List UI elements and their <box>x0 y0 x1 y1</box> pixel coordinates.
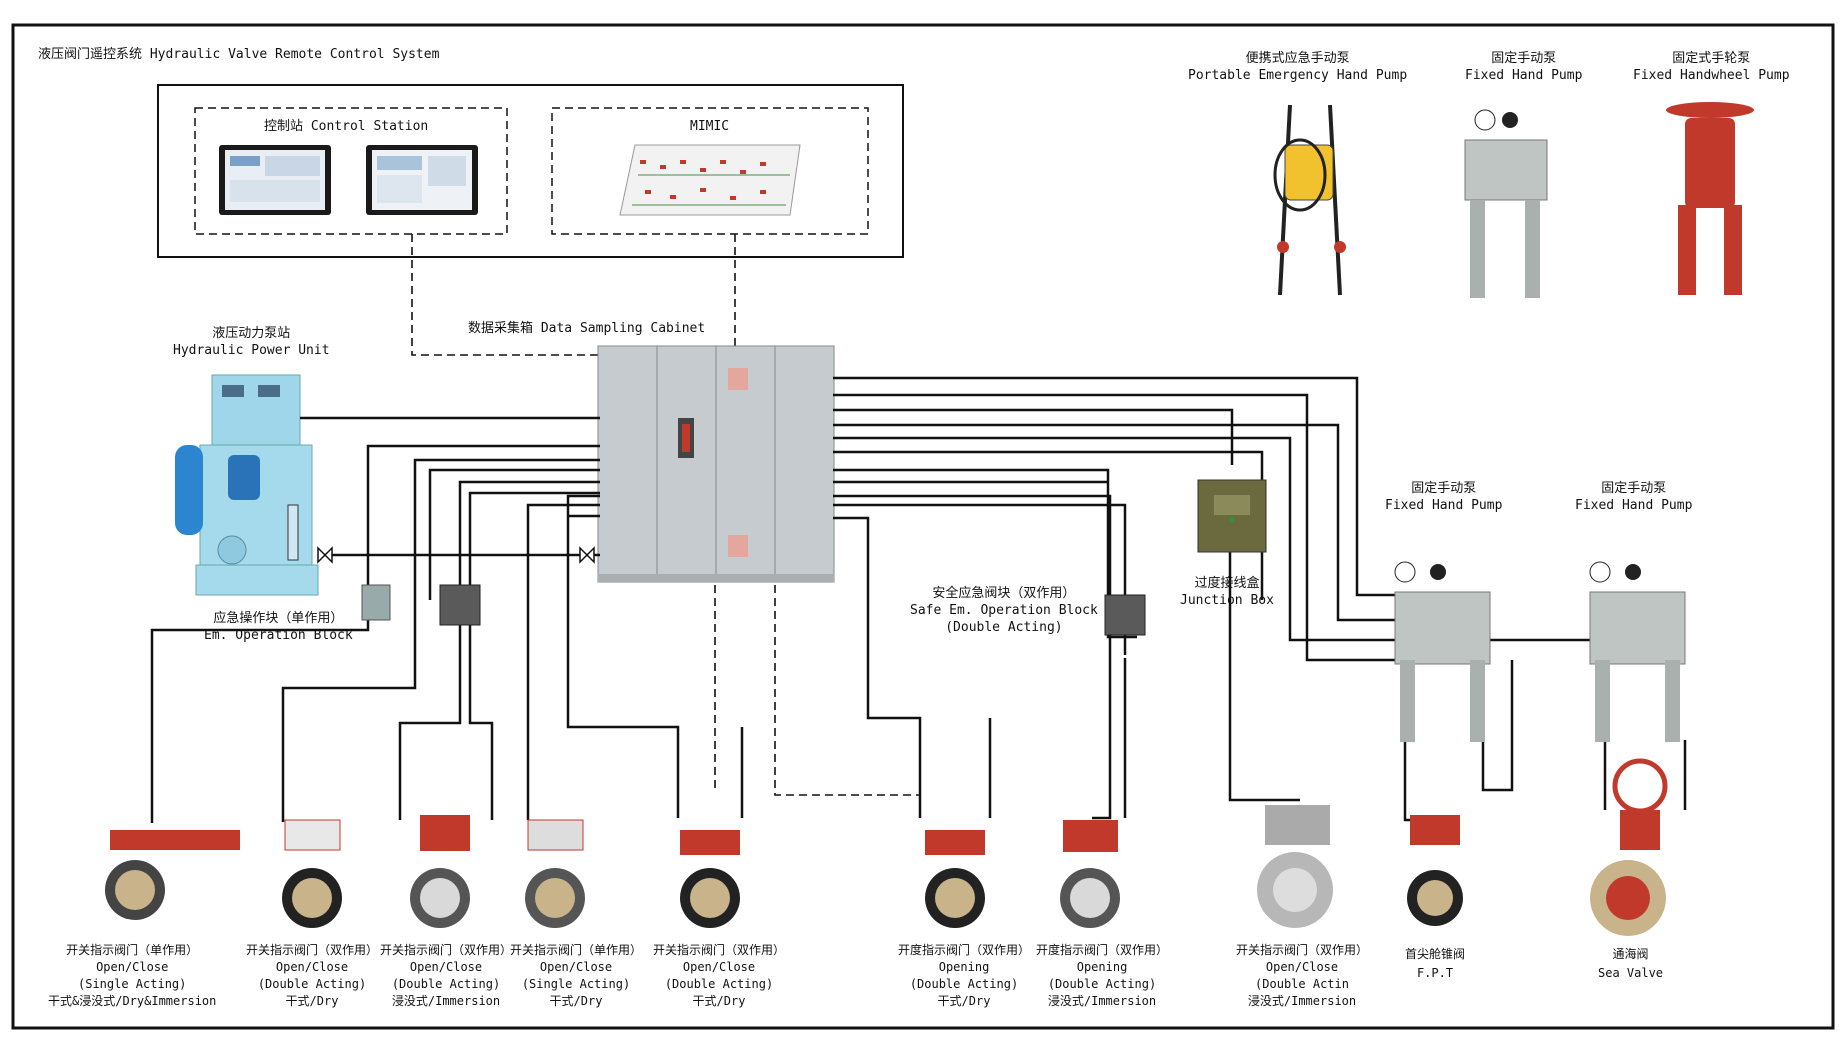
control-box <box>157 84 904 258</box>
valve-lines-mid <box>833 468 1137 820</box>
mimic-box <box>551 107 869 235</box>
valve-image-4 <box>525 819 585 928</box>
mimic-panel <box>619 144 801 216</box>
valve-image-3 <box>410 815 470 928</box>
hpu-valve-symbols <box>317 546 595 564</box>
monitor-2 <box>366 145 478 215</box>
valve-label-1: 开关指示阀门（单作用）Open/Close(Single Acting)干式&浸… <box>48 943 217 1008</box>
fixed-pump-2-image <box>1589 561 1686 742</box>
outer-frame <box>11 23 1835 1030</box>
valve-image-10 <box>1590 758 1668 936</box>
system-title: 液压阀门遥控系统 Hydraulic Valve Remote Control … <box>38 47 440 62</box>
valve-image-9 <box>1407 815 1463 926</box>
data-cabinet <box>597 345 835 583</box>
valve-label-6: 开度指示阀门（双作用）Opening(Double Acting)干式/Dry <box>898 943 1031 1008</box>
fixed-pump-1-image <box>1394 561 1491 742</box>
comm-lines <box>411 234 920 796</box>
valve-label-7: 开度指示阀门（双作用）Opening(Double Acting)浸没式/Imm… <box>1036 943 1169 1008</box>
control-station-label: 控制站 Control Station <box>264 119 429 134</box>
junction-box-image <box>1197 479 1267 553</box>
valve-image-5 <box>680 830 740 928</box>
mimic-label: MIMIC <box>690 119 730 134</box>
em-block-label: 应急操作块（单作用）Em. Operation Block <box>204 611 353 643</box>
valve-label-5: 开关指示阀门（双作用）Open/Close(Double Acting)干式/D… <box>653 943 786 1008</box>
safe-block-label: 安全应急阀块（双作用）Safe Em. Operation Block(Doub… <box>910 586 1098 635</box>
valve-image-7 <box>1060 820 1120 928</box>
valve-image-8 <box>1257 805 1333 928</box>
valve-label-2: 开关指示阀门（双作用）Open/Close(Double Acting)干式/D… <box>246 943 379 1008</box>
em-block-images <box>361 584 1146 636</box>
portable-pump-image <box>1273 104 1346 296</box>
handwheel-pump-image <box>1666 102 1754 295</box>
hpu-lines <box>300 416 600 557</box>
data-cabinet-label: 数据采集箱 Data Sampling Cabinet <box>468 321 706 336</box>
monitor-1 <box>219 145 331 215</box>
valve-images <box>105 758 1668 936</box>
valve-image-6 <box>925 830 985 928</box>
valve-label-4: 开关指示阀门（单作用）Open/Close(Single Acting)干式/D… <box>510 943 643 1008</box>
valve-lines-left <box>150 444 744 823</box>
hpu-image <box>175 374 319 596</box>
valve-image-2 <box>282 819 342 928</box>
control-station-box <box>194 107 508 235</box>
fixed-pump-top-image <box>1464 109 1548 298</box>
valve-image-1 <box>105 830 240 920</box>
valve-label-3: 开关指示阀门（双作用）Open/Close(Double Acting)浸没式/… <box>380 943 513 1008</box>
